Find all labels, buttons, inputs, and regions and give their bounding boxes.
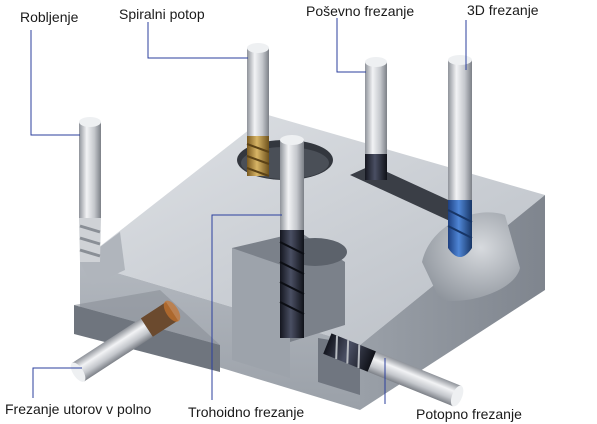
- 3d-scoop: [422, 212, 520, 301]
- label-slotting: Frezanje utorov v polno: [5, 401, 152, 417]
- label-3d-milling: 3D frezanje: [467, 2, 539, 18]
- 3d-milling-tool: [447, 55, 473, 257]
- slotting-tool: [70, 300, 181, 382]
- plunging-tool: [323, 333, 464, 407]
- leader-lines: [30, 18, 467, 404]
- label-trochoidal: Trohoidno frezanje: [188, 404, 305, 420]
- label-plunging: Potopno frezanje: [416, 406, 522, 422]
- leader-helical: [147, 22, 248, 59]
- ramping-tool: [365, 57, 387, 180]
- workpiece-block: [74, 115, 545, 410]
- label-helical-plunge: Spiralni potop: [119, 6, 205, 22]
- helical-plunge-tool: [246, 43, 270, 177]
- label-ramping: Poševno frezanje: [306, 3, 415, 19]
- roughing-step: [80, 232, 125, 285]
- leader-slotting: [32, 367, 82, 398]
- label-roughing: Robljenje: [20, 9, 79, 25]
- leader-roughing: [30, 30, 80, 136]
- trochoidal-tool: [279, 135, 305, 338]
- leader-trochoidal: [211, 214, 282, 400]
- leader-ramping: [336, 18, 366, 73]
- roughing-tool: [79, 117, 101, 262]
- block-top-face: [80, 115, 545, 345]
